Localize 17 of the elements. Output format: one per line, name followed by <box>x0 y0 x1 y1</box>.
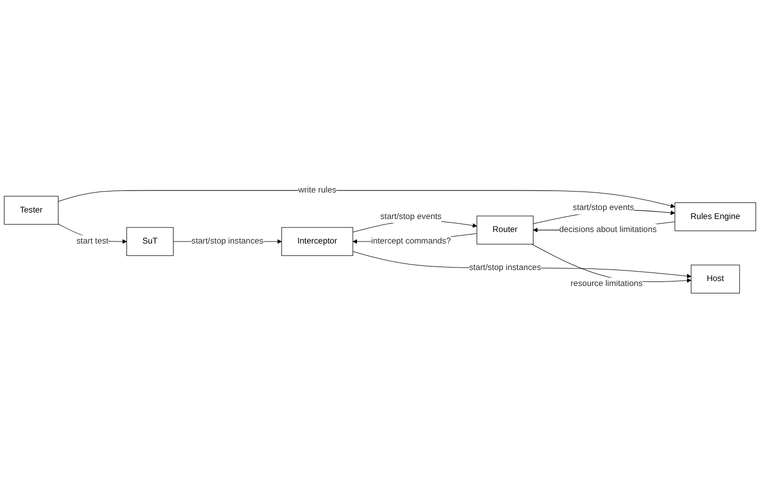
edge-label: write rules <box>298 186 336 194</box>
node-box: Rules Engine <box>674 202 756 231</box>
arrow <box>352 251 692 278</box>
node-box: Router <box>476 216 534 244</box>
edge-label: decisions about limitations <box>559 225 657 234</box>
arrow <box>58 190 676 208</box>
node-box: Host <box>690 264 740 294</box>
node-box: Tester <box>4 196 58 224</box>
edge-label: start/stop instances <box>469 263 541 272</box>
edge-label: resource limitations <box>570 278 643 288</box>
edge-label: start/stop events <box>572 203 634 212</box>
edge-label: intercept commands? <box>371 236 451 246</box>
node-box: Interceptor <box>281 227 354 256</box>
edge-label: start/stop instances <box>192 236 264 246</box>
node-box: SuT <box>126 227 174 256</box>
edge-label: start test <box>76 236 108 246</box>
edge-label: start/stop events <box>380 212 442 221</box>
